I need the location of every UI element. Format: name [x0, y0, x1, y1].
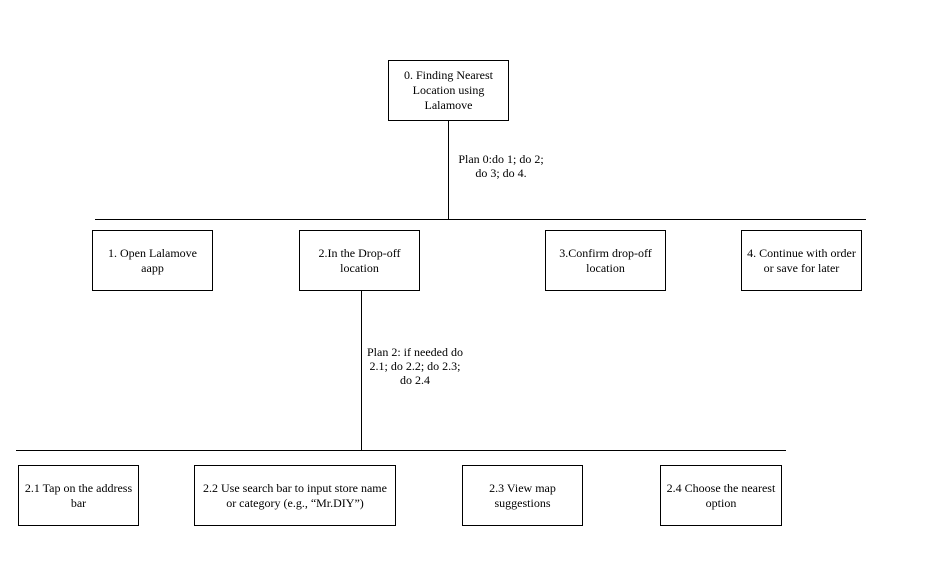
level1-bar: [95, 219, 866, 220]
root-task-label: 0. Finding Nearest Location using Lalamo…: [404, 68, 493, 112]
plan-2-text: Plan 2: if needed do 2.1; do 2.2; do 2.3…: [367, 345, 463, 387]
subtask-2-3-label: 2.3 View map suggestions: [489, 480, 556, 510]
task-2-label: 2.In the Drop-off location: [318, 245, 401, 275]
task-4-box: 4. Continue with order or save for later: [741, 230, 862, 291]
task-3-box: 3.Confirm drop-off location: [545, 230, 666, 291]
task-1-label: 1. Open Lalamove aapp: [108, 245, 197, 275]
task-2-box: 2.In the Drop-off location: [299, 230, 420, 291]
task-3-label: 3.Confirm drop-off location: [559, 245, 652, 275]
task-1-box: 1. Open Lalamove aapp: [92, 230, 213, 291]
subtask-2-2-label: 2.2 Use search bar to input store name o…: [203, 480, 387, 510]
task-2-connector: [361, 291, 362, 451]
subtask-2-4-label: 2.4 Choose the nearest option: [666, 480, 776, 510]
level2-bar: [16, 450, 786, 451]
subtask-2-2-box: 2.2 Use search bar to input store name o…: [194, 465, 396, 526]
subtask-2-4-box: 2.4 Choose the nearest option: [660, 465, 782, 526]
task-4-label: 4. Continue with order or save for later: [747, 245, 856, 275]
plan-0-text: Plan 0:do 1; do 2; do 3; do 4.: [458, 152, 544, 180]
subtask-2-1-box: 2.1 Tap on the address bar: [18, 465, 139, 526]
subtask-2-3-box: 2.3 View map suggestions: [462, 465, 583, 526]
root-task-box: 0. Finding Nearest Location using Lalamo…: [388, 60, 509, 121]
subtask-2-1-label: 2.1 Tap on the address bar: [24, 480, 133, 510]
root-connector: [448, 121, 449, 220]
